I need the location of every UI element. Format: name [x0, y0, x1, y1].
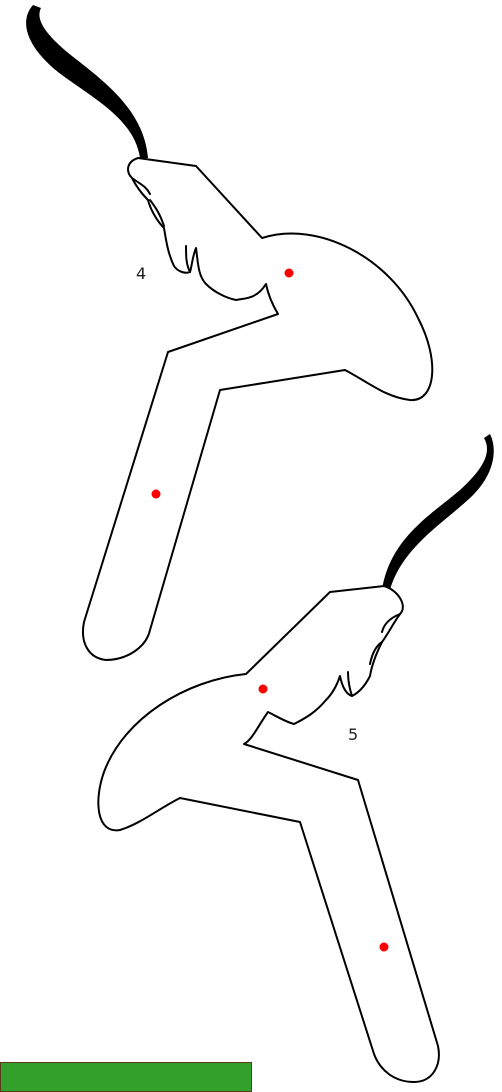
- step-label-4: 4: [136, 264, 146, 283]
- body-outline-4: [83, 158, 432, 660]
- reference-point: [380, 943, 389, 952]
- body-outline-5: [98, 586, 439, 1082]
- figure-step-4: 4: [26, 5, 432, 660]
- strap-5: [382, 434, 494, 590]
- reference-point: [285, 269, 294, 278]
- strap-4: [26, 5, 148, 158]
- step-label-5: 5: [348, 725, 358, 744]
- reference-point: [152, 490, 161, 499]
- reference-point: [259, 685, 268, 694]
- green-action-bar[interactable]: [0, 1062, 252, 1092]
